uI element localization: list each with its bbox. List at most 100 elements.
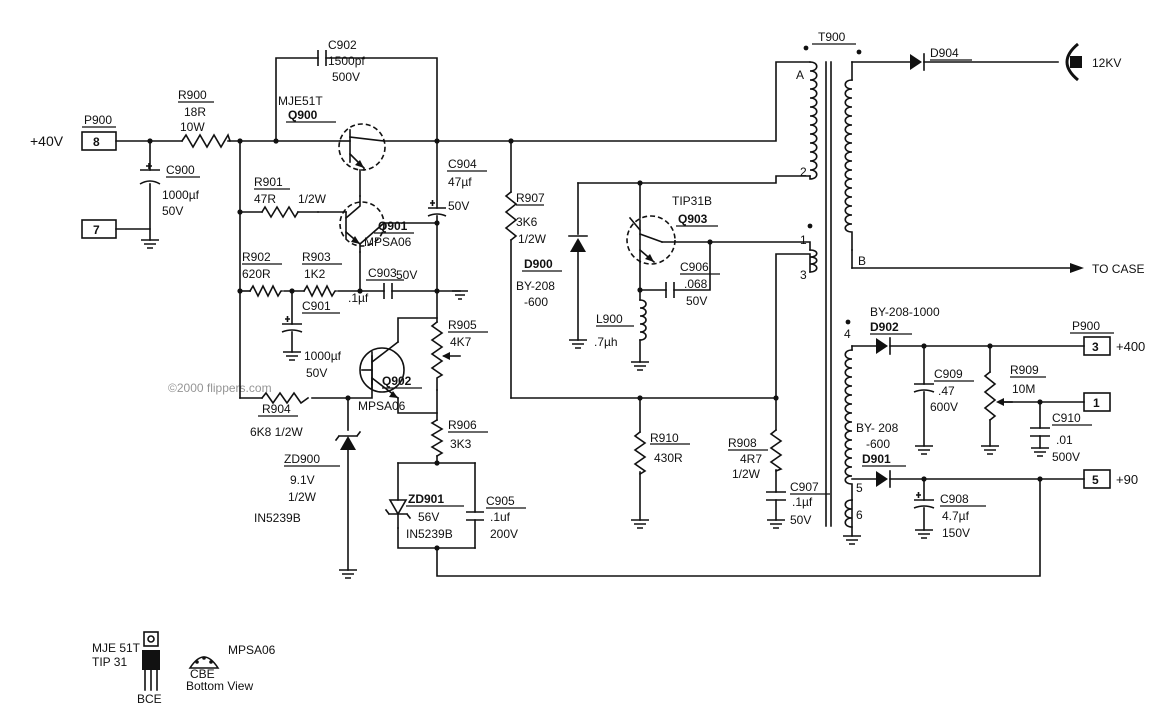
pin8-label: 8	[93, 135, 100, 149]
q900-ref: Q900	[288, 108, 318, 122]
d900-symbol	[568, 235, 588, 252]
c910-value: .01	[1056, 433, 1073, 447]
q903-symbol	[626, 215, 676, 265]
r901-power: 1/2W	[298, 192, 327, 206]
r903-symbol	[302, 284, 337, 298]
q903-part: TIP31B	[672, 194, 712, 208]
c900-ref: C900	[166, 163, 195, 177]
zd901-part: IN5239B	[406, 527, 453, 541]
t900-pin-a: A	[796, 68, 804, 82]
connector-pin3-box	[1083, 336, 1111, 356]
q901-symbol	[317, 195, 386, 253]
d904-ref: D904	[930, 46, 959, 60]
c908-ref: C908	[940, 492, 969, 506]
c909-value: .47	[938, 384, 955, 398]
legend-small-part: MPSA06	[228, 643, 276, 657]
p900-in-ref: P900	[84, 113, 112, 127]
c901-voltage: 50V	[306, 366, 327, 380]
d900-part: BY-208	[516, 279, 555, 293]
d902-part: BY-208-1000	[870, 305, 940, 319]
c902-voltage: 500V	[332, 70, 360, 84]
c904-ref: C904	[448, 157, 477, 171]
r905-symbol	[430, 320, 444, 391]
c900-voltage: 50V	[162, 204, 183, 218]
d904-symbol	[910, 53, 925, 71]
r900-power: 10W	[180, 120, 205, 134]
pin5-label: 5	[1092, 473, 1099, 487]
r906-ref: R906	[448, 418, 477, 432]
t900-pin-4: 4	[844, 327, 851, 341]
r908-ref: R908	[728, 436, 757, 450]
d902-ref: D902	[870, 320, 899, 334]
r908-power: 1/2W	[732, 467, 761, 481]
c903-voltage: 50V	[396, 268, 417, 282]
c905-value: .1uf	[490, 510, 511, 524]
legend-tab-part-1: MJE 51T	[92, 641, 141, 655]
t900-pin-5: 5	[856, 481, 863, 495]
r907-symbol	[504, 190, 518, 242]
zd900-part: IN5239B	[254, 511, 301, 525]
q901-ref: Q901	[378, 219, 408, 233]
r900-symbol	[180, 133, 232, 149]
d900-part-suffix: -600	[524, 295, 548, 309]
capacitors	[139, 50, 1050, 521]
grounds	[141, 239, 1049, 579]
r902-value: 620R	[242, 267, 271, 281]
pin1-label: 1	[1093, 396, 1100, 410]
c910-ref: C910	[1052, 411, 1081, 425]
t900-ref: T900	[818, 30, 846, 44]
connector-pin7-box	[81, 219, 117, 239]
c906-value: .068	[684, 277, 708, 291]
c903-value: .1µf	[348, 291, 369, 305]
c908-value: 4.7µf	[942, 509, 970, 523]
t900-pin-2: 2	[800, 165, 807, 179]
p900-out-ref: P900	[1072, 319, 1100, 333]
c904-value: 47µf	[448, 175, 472, 189]
d901-part-suffix: -600	[866, 437, 890, 451]
c905-voltage: 200V	[490, 527, 518, 541]
c901-value: 1000µf	[304, 349, 342, 363]
legend-small-pins: CBE	[190, 667, 215, 681]
c907-voltage: 50V	[790, 513, 811, 527]
r908-value: 4R7	[740, 452, 762, 466]
c901-ref: C901	[302, 299, 331, 313]
d901-ref: D901	[862, 452, 891, 466]
q902-ref: Q902	[382, 374, 412, 388]
l900-ref: L900	[596, 312, 623, 326]
r900-ref: R900	[178, 88, 207, 102]
r906-value: 3K3	[450, 437, 472, 451]
c902-value: 1500pf	[328, 54, 365, 68]
output-90v: +90	[1116, 472, 1138, 487]
r910-value: 430R	[654, 451, 683, 465]
c910-voltage: 500V	[1052, 450, 1080, 464]
r910-ref: R910	[650, 431, 679, 445]
r901-value: 47R	[254, 192, 276, 206]
l900-symbol	[639, 299, 647, 341]
t900-pin-6: 6	[856, 508, 863, 522]
pin7-label: 7	[93, 223, 100, 237]
r909-wiper-arrow	[996, 398, 1004, 406]
hv-output-label: 12KV	[1092, 56, 1121, 70]
c900-value: 1000µf	[162, 188, 200, 202]
d902-symbol	[876, 337, 891, 355]
legend-bottom-view: Bottom View	[186, 679, 253, 693]
r910-symbol	[633, 430, 647, 476]
watermark: ©2000 flippers.com	[168, 381, 272, 395]
c906-ref: C906	[680, 260, 709, 274]
t900-transformer	[803, 45, 862, 528]
zd901-ref: ZD901	[408, 492, 444, 506]
q902-part: MPSA06	[358, 399, 406, 413]
zd900-ref: ZD900	[284, 452, 320, 466]
c904-voltage: 50V	[448, 199, 469, 213]
zd900-symbol	[334, 430, 362, 450]
to-case-arrow	[1070, 263, 1084, 273]
to-case-label: TO CASE	[1092, 262, 1144, 276]
r902-ref: R902	[242, 250, 271, 264]
c907-value: .1µf	[792, 495, 813, 509]
zd901-voltage: 56V	[418, 510, 439, 524]
c909-voltage: 600V	[930, 400, 958, 414]
c908-voltage: 150V	[942, 526, 970, 540]
r909-ref: R909	[1010, 363, 1039, 377]
r902-symbol	[248, 284, 283, 298]
